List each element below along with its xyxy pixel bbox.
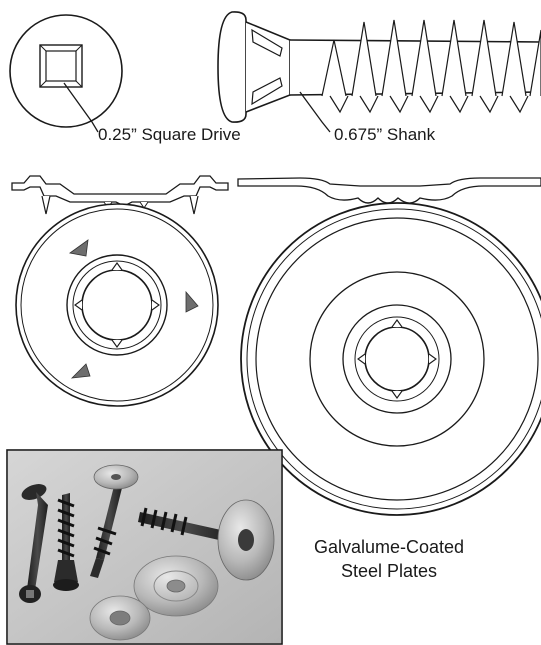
large-plate-center-hole [364, 326, 430, 392]
drive-label: 0.25” Square Drive [98, 125, 241, 144]
shank-leader-line [299, 91, 331, 133]
small-plate-center-hole [81, 269, 153, 341]
barb-triangle [69, 239, 89, 257]
barb-triangle [70, 363, 91, 379]
shank-label: 0.675” Shank [334, 125, 436, 144]
plates-caption-line1: Galvalume-Coated [314, 537, 464, 557]
large-plate-profile [237, 177, 541, 204]
screw-head [217, 11, 247, 123]
photo-screw [19, 484, 48, 603]
screw-threads [321, 19, 541, 114]
large-plate-top-view [240, 202, 541, 516]
drive-leader-line [63, 82, 99, 133]
small-plate-profile [11, 175, 229, 207]
photo-screw [138, 507, 230, 542]
square-drive-inner [45, 50, 77, 82]
square-drive-detail [9, 14, 123, 128]
screw-side-view [217, 11, 541, 123]
plates-caption-line2: Steel Plates [341, 561, 437, 581]
small-plate-inner-ring [66, 254, 168, 356]
barb-triangle [185, 290, 199, 313]
product-photo [6, 449, 283, 645]
photo-screw [53, 493, 79, 591]
small-plate-top-view [15, 203, 219, 407]
